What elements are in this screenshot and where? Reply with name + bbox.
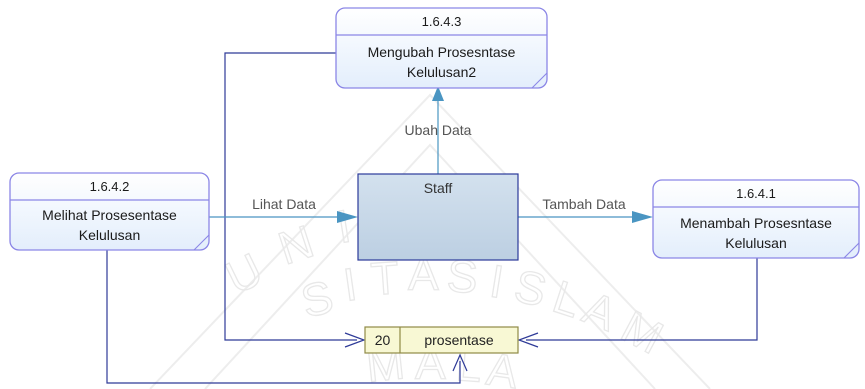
arrowhead-tambah [632,211,653,223]
flow-line-view-to-store [106,250,461,384]
svg-text:N: N [272,215,320,275]
datastore-number: 20 [375,332,391,348]
process-label-line-1: Mengubah Prosesntase [368,44,516,60]
entity-label: Staff [424,180,453,196]
svg-text:S: S [510,259,552,317]
process-label-line-2: Kelulusan [79,227,141,243]
svg-text:I: I [340,258,360,311]
arrowhead-store-bottom [452,353,468,372]
process-id: 1.6.4.1 [736,186,776,201]
flow-lines [106,52,758,384]
process-1-6-4-3[interactable]: 1.6.4.3 Mengubah Prosesntase Kelulusan2 [335,7,548,89]
process-id: 1.6.4.3 [422,14,462,29]
process-label-line-2: Kelulusan [725,235,787,251]
flow-line-add-to-store [526,258,758,341]
flow-label-tambah: Tambah Data [542,196,625,212]
svg-text:A: A [576,281,624,341]
datastore-prosentase[interactable]: 20 prosentase [364,326,519,354]
process-id: 1.6.4.2 [90,179,130,194]
arrowhead-lihat [337,211,358,223]
svg-text:I: I [486,255,507,308]
process-label-line-2: Kelulusan2 [407,64,476,80]
flow-line-update-to-store [224,52,357,341]
svg-text:S: S [296,270,338,328]
process-1-6-4-2[interactable]: 1.6.4.2 Melihat Prosesentase Kelulusan [9,172,210,251]
process-1-6-4-1[interactable]: 1.6.4.1 Menambah Prosesntase Kelulusan [652,179,860,259]
datastore-name: prosentase [424,332,493,348]
arrowhead-store-left [344,332,366,348]
arrowheads [337,86,653,372]
process-label-line-1: Melihat Prosesentase [42,207,177,223]
entity-staff[interactable]: Staff [357,173,519,261]
arrowhead-ubah [432,86,444,101]
svg-text:I: I [333,200,354,253]
flow-label-ubah: Ubah Data [405,122,472,138]
arrowhead-store-right [517,332,539,348]
process-label-line-1: Menambah Prosesntase [680,215,832,231]
flow-label-lihat: Lihat Data [252,196,316,212]
